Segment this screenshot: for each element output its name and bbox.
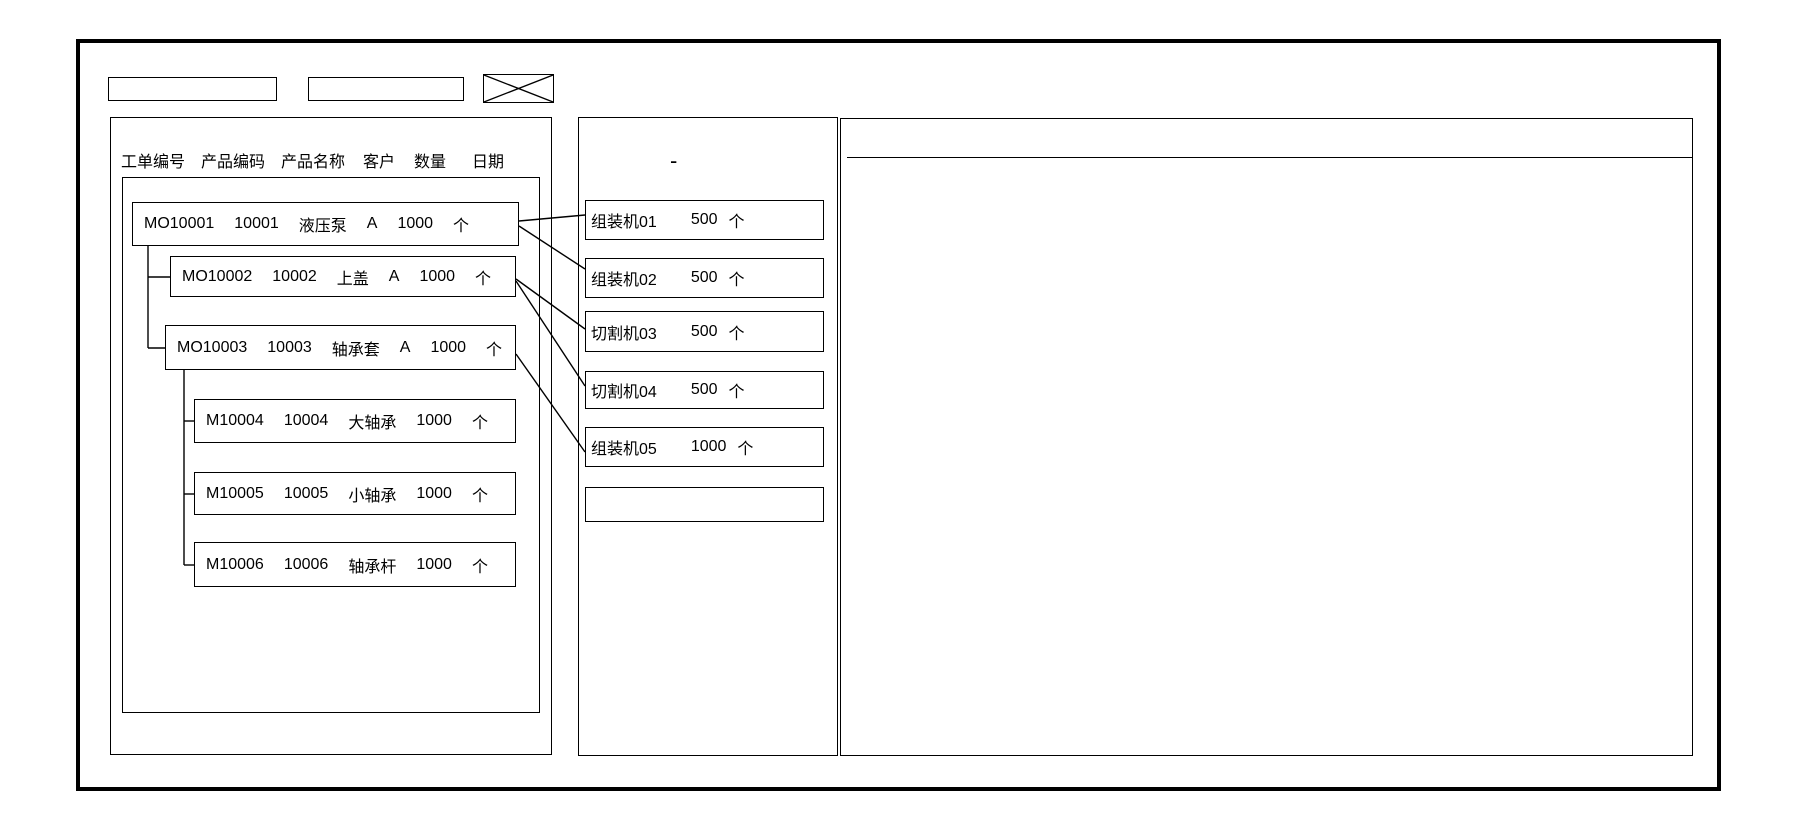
unit: 个 [471, 558, 488, 576]
product-code: 10005 [283, 484, 329, 502]
work-order-node[interactable]: MO10002 10002 上盖 A 1000 个 [170, 256, 516, 297]
detail-panel [840, 118, 1693, 756]
unit: 个 [471, 415, 488, 432]
qty: 1000 [416, 484, 452, 502]
order-no: M10004 [206, 412, 264, 429]
machine-unit: 个 [728, 384, 745, 401]
order-no: MO10003 [177, 338, 248, 356]
machine-allocation-item[interactable]: 切割机04 500 个 [585, 371, 824, 409]
machine-allocation-item[interactable]: 组装机02 500 个 [585, 258, 824, 298]
column-header-order-no: 工单编号 [121, 154, 186, 171]
work-order-node[interactable]: M10004 10004 大轴承 1000 个 [194, 399, 516, 443]
machine-name: 切割机03 [591, 325, 657, 343]
column-header-product-name: 产品名称 [281, 154, 346, 171]
product-code: 10004 [283, 412, 329, 429]
machine-qty: 500 [690, 381, 718, 398]
machine-qty: 500 [690, 211, 718, 228]
work-order-node[interactable]: MO10001 10001 液压泵 A 1000 个 [132, 202, 519, 246]
machine-qty: 500 [690, 322, 718, 340]
machine-name: 组装机01 [591, 214, 657, 231]
customer: A [399, 338, 411, 356]
column-header-product-code: 产品编码 [201, 154, 266, 171]
order-no: M10005 [206, 484, 264, 502]
product-code: 10002 [272, 267, 317, 285]
machine-unit: 个 [728, 214, 745, 231]
order-no: MO10002 [182, 267, 253, 285]
machine-unit: 个 [728, 325, 745, 343]
column-header-customer: 客户 [363, 154, 396, 171]
toolbar-field-1[interactable] [108, 77, 277, 101]
product-code: 10006 [283, 555, 329, 573]
unit: 个 [453, 218, 470, 235]
product-name: 轴承套 [331, 341, 380, 359]
work-order-node[interactable]: M10006 10006 轴承杆 1000 个 [194, 542, 516, 587]
machine-qty: 500 [690, 269, 718, 286]
machine-name: 组装机05 [591, 441, 657, 458]
unit: 个 [471, 487, 488, 505]
unit: 个 [475, 270, 492, 288]
order-no: M10006 [206, 555, 264, 573]
product-code: 10001 [234, 215, 279, 232]
detail-panel-header-divider [847, 157, 1692, 158]
product-name: 大轴承 [348, 415, 397, 432]
customer: A [388, 267, 400, 285]
product-code: 10003 [267, 338, 312, 356]
product-name: 液压泵 [298, 218, 347, 235]
work-order-node[interactable]: MO10003 10003 轴承套 A 1000 个 [165, 325, 516, 370]
machine-name: 组装机02 [591, 272, 657, 289]
stray-dot: - [670, 148, 678, 173]
machine-allocation-item[interactable]: 组装机01 500 个 [585, 200, 824, 240]
column-header-qty: 数量 [414, 154, 447, 171]
product-name: 小轴承 [348, 487, 397, 505]
order-no: MO10001 [144, 215, 215, 232]
product-name: 上盖 [336, 270, 369, 288]
machine-allocation-item-empty[interactable] [585, 487, 824, 522]
qty: 1000 [416, 555, 452, 573]
product-name: 轴承杆 [348, 558, 397, 576]
qty: 1000 [416, 412, 452, 429]
outer-frame [76, 39, 1721, 791]
qty: 1000 [419, 267, 456, 285]
machine-unit: 个 [728, 272, 745, 289]
machine-name: 切割机04 [591, 384, 657, 401]
toolbar-field-2[interactable] [308, 77, 464, 101]
crossed-box-icon [484, 75, 553, 102]
work-order-node[interactable]: M10005 10005 小轴承 1000 个 [194, 472, 516, 515]
customer: A [366, 215, 378, 232]
qty: 1000 [397, 215, 434, 232]
machine-unit: 个 [737, 441, 754, 458]
machine-allocation-item[interactable]: 切割机03 500 个 [585, 311, 824, 352]
image-placeholder-icon[interactable] [483, 74, 554, 103]
machine-allocation-item[interactable]: 组装机05 1000 个 [585, 427, 824, 467]
unit: 个 [486, 341, 503, 359]
column-header-date: 日期 [472, 154, 505, 171]
machine-qty: 1000 [690, 438, 727, 455]
qty: 1000 [430, 338, 467, 356]
